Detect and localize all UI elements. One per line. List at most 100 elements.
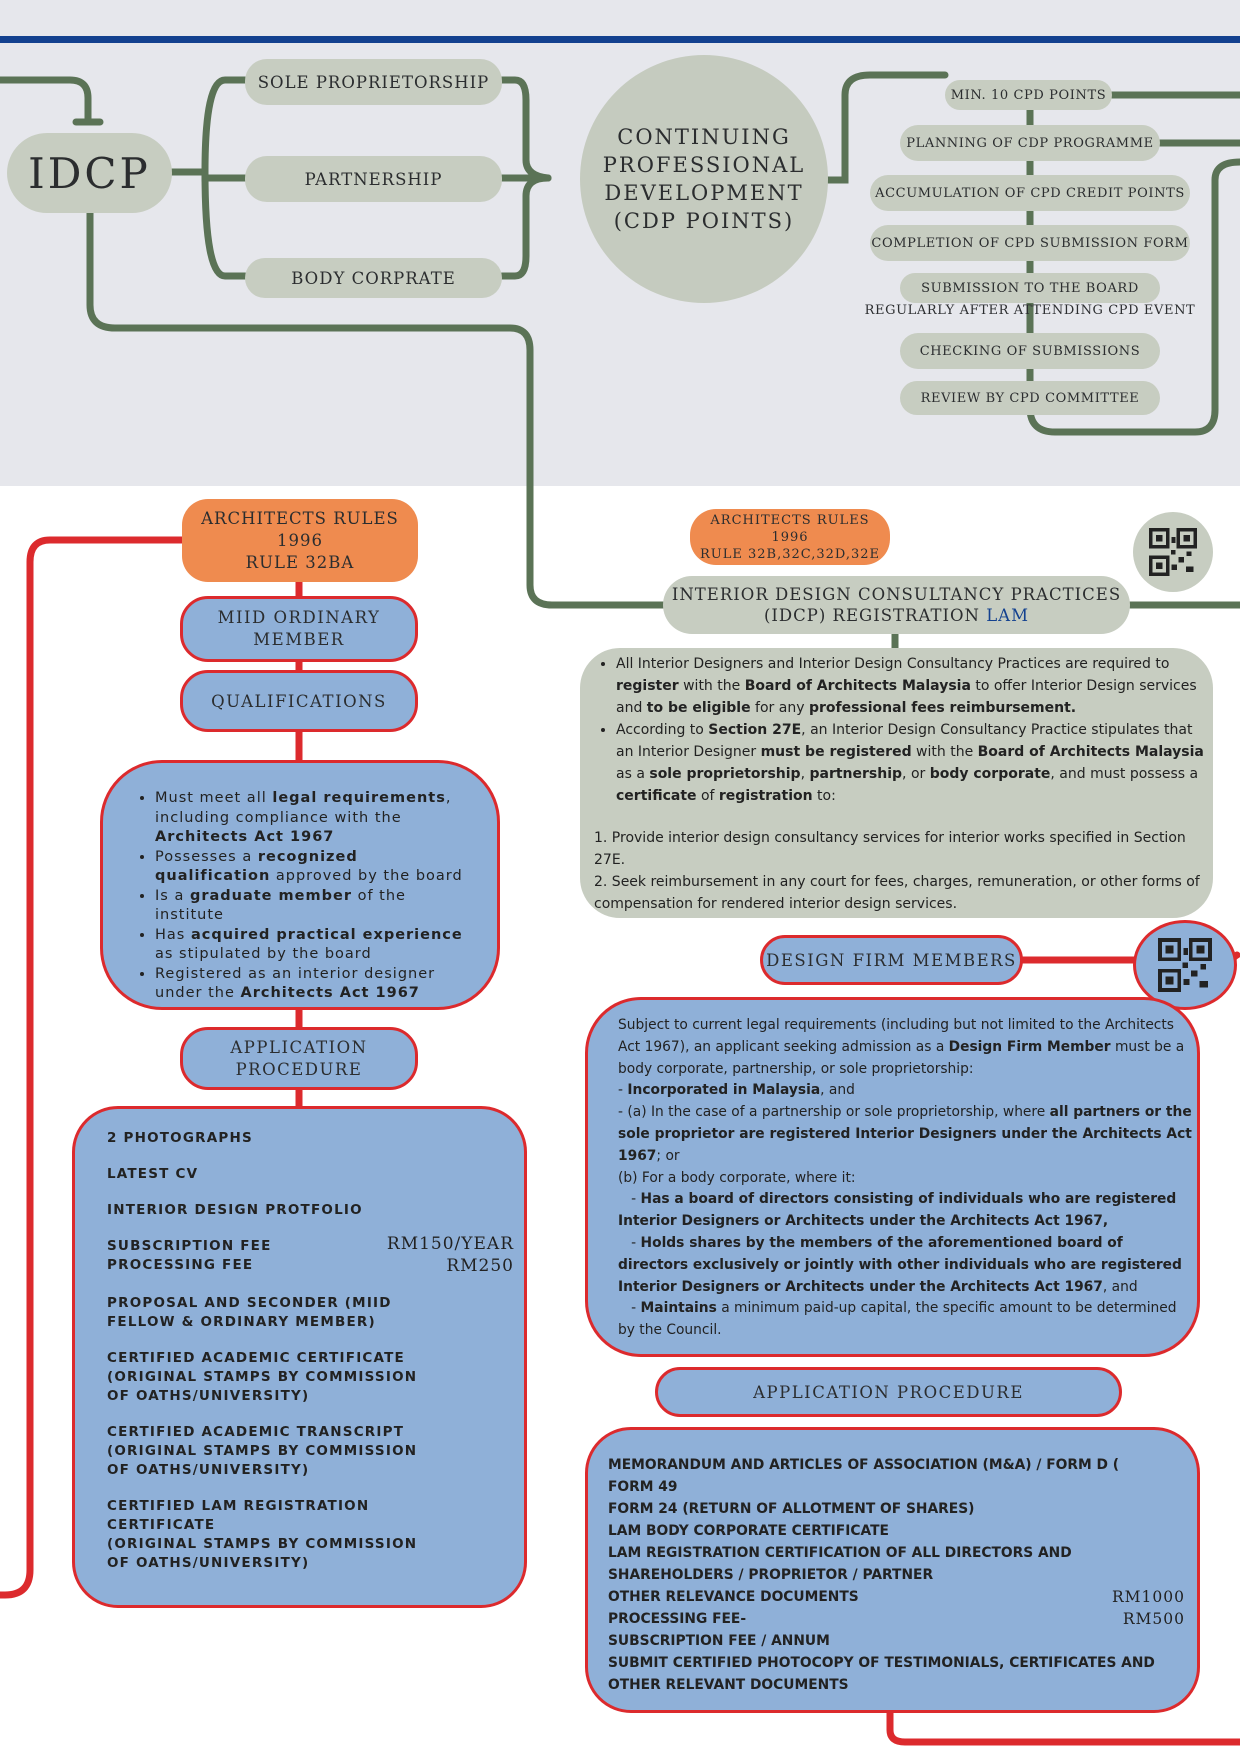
- firm-paragraph: - (a) In the case of a partnership or so…: [618, 1104, 1192, 1164]
- firm-paragraph: (b) For a body corporate, where it:: [618, 1169, 856, 1186]
- firm-paragraph: - Has a board of directors consisting of…: [618, 1191, 1177, 1230]
- entity-label: PARTNERSHIP: [304, 169, 443, 189]
- miid-ordinary-member: MIID ORDINARY MEMBER: [180, 596, 418, 662]
- idcp-label: IDCP: [28, 148, 151, 198]
- application-procedure-box: 2 PHOTOGRAPHS LATEST CV INTERIOR DESIGN …: [72, 1106, 527, 1608]
- app-item: CERTIFIED ACADEMIC CERTIFICATE(ORIGINAL …: [107, 1350, 418, 1404]
- cpd-step: SUBMISSION TO THE BOARD: [900, 273, 1160, 303]
- cpd-step-label: COMPLETION OF CPD SUBMISSION FORM: [871, 235, 1189, 251]
- cpd-circle-line: CONTINUING: [617, 125, 791, 149]
- list-item: Must meet all legal requirements, includ…: [155, 789, 477, 848]
- qualifications-box: Must meet all legal requirements, includ…: [100, 760, 500, 1010]
- reg-bullets: All Interior Designers and Interior Desi…: [594, 653, 1205, 807]
- entity-sole-proprietorship: SOLE PROPRIETORSHIP: [245, 59, 502, 105]
- cpd-circle-line: DEVELOPMENT: [604, 181, 804, 205]
- fee-value: RM150/YEAR: [386, 1234, 514, 1254]
- design-firm-members-title: DESIGN FIRM MEMBERS: [760, 935, 1023, 985]
- app-line: LAM BODY CORPORATE CERTIFICATE: [608, 1523, 889, 1539]
- idcp-node: IDCP: [7, 133, 172, 213]
- list-item: Registered as an interior designer under…: [155, 965, 477, 1004]
- fee-value: RM500: [1122, 1610, 1185, 1628]
- app-item: INTERIOR DESIGN PROTFOLIO: [107, 1202, 363, 1218]
- app-item: LATEST CV: [107, 1166, 199, 1182]
- entity-label: BODY CORPRATE: [291, 268, 456, 288]
- firm-paragraph: - Maintains a minimum paid-up capital, t…: [618, 1300, 1177, 1339]
- entity-label: SOLE PROPRIETORSHIP: [257, 72, 490, 92]
- qualifications-label: QUALIFICATIONS: [211, 691, 387, 711]
- app-line: SHAREHOLDERS / PROPRIETOR / PARTNER: [608, 1567, 934, 1583]
- cpd-step: CHECKING OF SUBMISSIONS: [900, 333, 1160, 369]
- reg-title-line: INTERIOR DESIGN CONSULTANCY PRACTICES: [671, 585, 1122, 604]
- cpd-step-label: CHECKING OF SUBMISSIONS: [919, 343, 1141, 359]
- list-item: According to Section 27E, an Interior De…: [616, 719, 1205, 807]
- member-line: MIID ORDINARY: [217, 608, 381, 627]
- design-firm-members-box: Subject to current legal requirements (i…: [585, 997, 1200, 1357]
- top-rule: [0, 36, 1240, 43]
- architects-rules-badge: ARCHITECTS RULES 1996 RULE 32BA: [182, 499, 418, 582]
- cpd-circle-line: PROFESSIONAL: [602, 153, 806, 177]
- list-item: Possesses a recognized qualification app…: [155, 848, 477, 887]
- badge-line: ARCHITECTS RULES: [201, 508, 399, 528]
- cpd-step-label: ACCUMULATION OF CPD CREDIT POINTS: [875, 185, 1185, 201]
- fee-value: RM250: [446, 1256, 514, 1276]
- cpd-circle-line: (CDP POINTS): [613, 209, 795, 233]
- fee-label: SUBSCRIPTION FEE: [107, 1238, 272, 1254]
- fee-label: PROCESSING FEE: [107, 1257, 254, 1273]
- cpd-step: REVIEW BY CPD COMMITTEE: [900, 381, 1160, 415]
- numbered-item: 1. Provide interior design consultancy s…: [594, 830, 1186, 868]
- firm-title-label: DESIGN FIRM MEMBERS: [766, 950, 1017, 970]
- app-line: FORM 49: [608, 1479, 678, 1495]
- cpd-step-label: REVIEW BY CPD COMMITTEE: [920, 390, 1140, 406]
- cpd-step: COMPLETION OF CPD SUBMISSION FORM: [870, 225, 1190, 261]
- cpd-step-label: PLANNING OF CDP PROGRAMME: [906, 135, 1154, 151]
- qualifications-list: Must meet all legal requirements, includ…: [133, 789, 477, 1004]
- cpd-step-label: SUBMISSION TO THE BOARD: [921, 280, 1139, 296]
- firm-application-procedure-title: APPLICATION PROCEDURE: [655, 1367, 1122, 1417]
- badge-line: 1996: [276, 530, 323, 550]
- app-title-line: PROCEDURE: [235, 1059, 363, 1079]
- qr-code-icon: [1158, 938, 1212, 992]
- app-line: FORM 24 (RETURN OF ALLOTMENT OF SHARES): [608, 1501, 975, 1517]
- cpd-step-note: REGULARLY AFTER ATTENDING CPD EVENT: [864, 303, 1196, 318]
- entity-partnership: PARTNERSHIP: [245, 156, 502, 202]
- cpd-circle: CONTINUING PROFESSIONAL DEVELOPMENT (CDP…: [580, 55, 828, 303]
- cpd-step-label: MIN. 10 CPD POINTS: [950, 87, 1107, 103]
- app-item: 2 PHOTOGRAPHS: [107, 1130, 253, 1146]
- cpd-step: ACCUMULATION OF CPD CREDIT POINTS: [870, 175, 1190, 211]
- badge-line: RULE 32BA: [245, 552, 355, 572]
- member-line: MEMBER: [253, 630, 345, 649]
- cpd-step: PLANNING OF CDP PROGRAMME: [900, 125, 1160, 161]
- entity-body-corporate: BODY CORPRATE: [245, 258, 502, 298]
- numbered-item: 2. Seek reimbursement in any court for f…: [594, 874, 1200, 912]
- qr-code-icon: [1149, 528, 1197, 576]
- idcp-registration-title: INTERIOR DESIGN CONSULTANCY PRACTICES (I…: [663, 576, 1130, 634]
- firm-paragraph: Subject to current legal requirements (i…: [618, 1017, 1185, 1077]
- list-item: Has acquired practical experience as sti…: [155, 926, 477, 965]
- firm-app-title-label: APPLICATION PROCEDURE: [753, 1382, 1024, 1402]
- fee-value: RM1000: [1112, 1588, 1185, 1606]
- firm-application-procedure-box: MEMORANDUM AND ARTICLES OF ASSOCIATION (…: [585, 1427, 1200, 1713]
- badge-line: ARCHITECTS RULES 1996: [710, 512, 870, 545]
- app-line: OTHER RELEVANT DOCUMENTS: [608, 1677, 849, 1693]
- list-item: Is a graduate member of the institute: [155, 887, 477, 926]
- app-item: CERTIFIED ACADEMIC TRANSCRIPT(ORIGINAL S…: [107, 1424, 418, 1478]
- firm-paragraph: - Incorporated in Malaysia, and: [618, 1082, 855, 1099]
- qr-code-icon: [1133, 512, 1213, 592]
- app-line: SUBSCRIPTION FEE / ANNUM: [608, 1633, 830, 1649]
- qualifications-title: QUALIFICATIONS: [180, 670, 418, 732]
- list-item: All Interior Designers and Interior Desi…: [616, 653, 1205, 719]
- cpd-step: MIN. 10 CPD POINTS: [945, 80, 1112, 110]
- app-line-fee: PROCESSING FEE-RM500: [608, 1610, 1185, 1628]
- lam-label: LAM: [986, 606, 1029, 625]
- qr-code-icon-2: [1133, 920, 1237, 1010]
- app-item-fees: SUBSCRIPTION FEE PROCESSING FEE RM150/YE…: [107, 1234, 514, 1277]
- badge-line: RULE 32B,32C,32D,32E: [699, 546, 881, 562]
- app-line: SUBMIT CERTIFIED PHOTOCOPY OF TESTIMONIA…: [608, 1655, 1155, 1671]
- application-procedure-title: APPLICATION PROCEDURE: [180, 1027, 418, 1090]
- app-title-line: APPLICATION: [230, 1037, 368, 1057]
- architects-rules-badge-right: ARCHITECTS RULES 1996 RULE 32B,32C,32D,3…: [690, 509, 890, 565]
